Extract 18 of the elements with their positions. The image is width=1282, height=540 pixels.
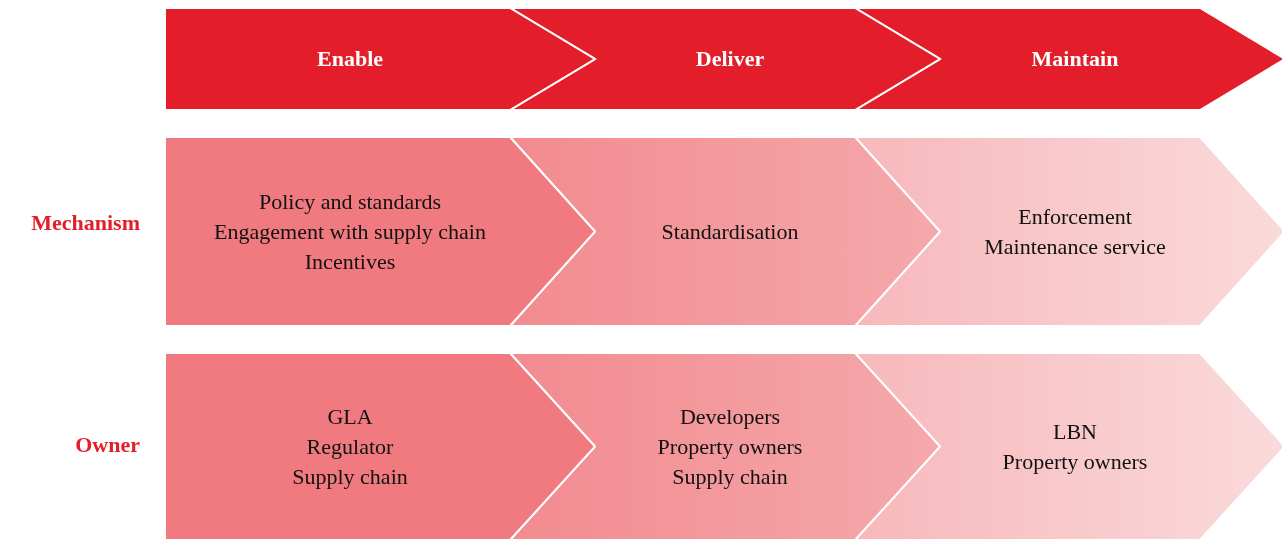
row-label: Mechanism	[30, 210, 140, 236]
chevron-panel	[855, 353, 1282, 540]
chevron-panel	[855, 137, 1282, 326]
chevron-panel	[165, 8, 595, 110]
chevron-text: Supply chain	[672, 462, 788, 491]
chevron-text: Property owners	[1002, 447, 1148, 476]
stage-heading: Maintain	[1031, 45, 1119, 73]
chevron-text: Property owners	[657, 432, 803, 461]
chevron-text: LBN	[1053, 417, 1097, 446]
chevron-text: Enforcement	[1018, 202, 1132, 231]
stage-heading: Enable	[317, 45, 383, 73]
chevron-panel	[510, 137, 940, 326]
chevron-panel	[510, 353, 940, 540]
chevron-text: Maintenance service	[984, 232, 1166, 261]
stage-heading: Deliver	[695, 45, 765, 73]
row-label: Owner	[74, 432, 140, 458]
chevron-text: Developers	[679, 402, 781, 431]
chevron-text: Standardisation	[661, 217, 799, 246]
